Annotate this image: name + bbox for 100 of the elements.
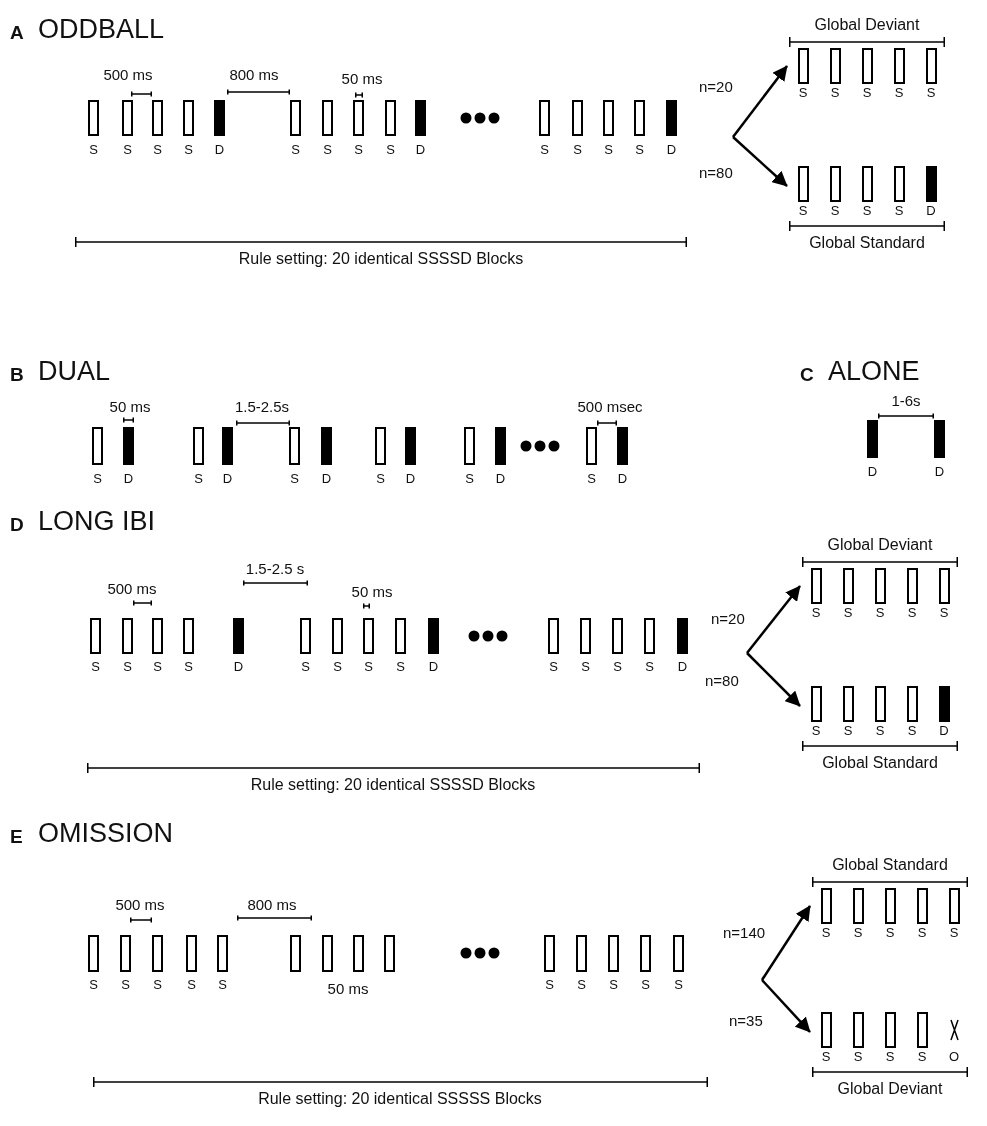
- arrow: [732, 65, 788, 138]
- stimulus-letter: S: [885, 924, 895, 942]
- stimulus-letter: S: [843, 722, 853, 740]
- stimulus-letter: S: [894, 202, 904, 220]
- stimulus-letter: S: [465, 472, 474, 487]
- interval-label: 500 msec: [577, 398, 643, 416]
- group-heading: Global Standard: [821, 753, 939, 773]
- group-heading: Global Standard: [808, 233, 926, 253]
- stimulus-letter: S: [798, 84, 808, 102]
- interval-label: 500 ms: [103, 66, 153, 84]
- stimulus-letter: S: [323, 143, 332, 158]
- stimulus-letter: D: [867, 465, 878, 480]
- panel-title: ODDBALL: [38, 14, 165, 46]
- stimulus-letter: S: [123, 660, 132, 675]
- stimulus-letter: D: [677, 660, 688, 675]
- stimulus-letter: S: [194, 472, 203, 487]
- stimulus-letter: D: [926, 202, 936, 220]
- stimulus-letter: S: [811, 722, 821, 740]
- panel-letter: B: [10, 364, 24, 386]
- panel-letter: A: [10, 22, 24, 44]
- interval-label: 1.5-2.5s: [234, 398, 290, 416]
- stimulus-letter: S: [853, 924, 863, 942]
- stimulus-letter: S: [123, 143, 132, 158]
- stimulus-letter: S: [184, 660, 193, 675]
- stimulus-letter: S: [153, 978, 162, 993]
- stimulus-letter: S: [396, 660, 405, 675]
- stimulus-letter: D: [321, 472, 332, 487]
- stimulus-letter: S: [853, 1048, 863, 1066]
- stimulus-letter: S: [581, 660, 590, 675]
- rule-caption: Rule setting: 20 identical SSSSS Blocks: [258, 1090, 542, 1109]
- stimulus-letter: S: [187, 978, 196, 993]
- stimulus-letter: S: [89, 978, 98, 993]
- stimulus-letter: S: [545, 978, 554, 993]
- arrow: [746, 652, 801, 707]
- stimulus-letter: S: [635, 143, 644, 158]
- stimulus-letter: S: [93, 472, 102, 487]
- stimulus-letter: S: [875, 722, 885, 740]
- stimulus-letter: S: [613, 660, 622, 675]
- stimulus-letter: D: [934, 465, 945, 480]
- stimulus-letter: S: [364, 660, 373, 675]
- stimulus-letter: S: [875, 604, 885, 622]
- rule-caption: Rule setting: 20 identical SSSSD Blocks: [250, 776, 536, 795]
- stimulus-letter: S: [907, 722, 917, 740]
- arrow: [732, 136, 788, 187]
- stimulus-letter: D: [233, 660, 244, 675]
- stimulus-letter: S: [577, 978, 586, 993]
- interval-label: 500 ms: [115, 896, 165, 914]
- stimulus-letter: S: [376, 472, 385, 487]
- panel-title: ALONE: [828, 356, 920, 388]
- stimulus-letter: S: [862, 84, 872, 102]
- stimulus-letter: D: [123, 472, 134, 487]
- interval-label: 50 ms: [351, 583, 393, 601]
- panel-letter: D: [10, 514, 24, 536]
- stimulus-letter: S: [587, 472, 596, 487]
- stimulus-letter: S: [301, 660, 310, 675]
- group-heading: Global Deviant: [836, 1079, 944, 1099]
- stimulus-letter: S: [798, 202, 808, 220]
- stimulus-letter: S: [121, 978, 130, 993]
- panel-title: LONG IBI: [38, 506, 156, 538]
- stimulus-letter: S: [333, 660, 342, 675]
- arrow: [761, 979, 811, 1033]
- stimulus-letter: D: [495, 472, 506, 487]
- panel-letter: C: [800, 364, 814, 386]
- stimulus-letter: S: [354, 143, 363, 158]
- stimulus-letter: S: [862, 202, 872, 220]
- stimulus-letter: S: [153, 660, 162, 675]
- stimulus-letter: S: [609, 978, 618, 993]
- stimulus-letter: S: [821, 1048, 831, 1066]
- stimulus-letter: S: [917, 924, 927, 942]
- stimulus-letter: S: [290, 472, 299, 487]
- stimulus-letter: S: [830, 84, 840, 102]
- stimulus-letter: D: [428, 660, 439, 675]
- stimulus-letter: S: [549, 660, 558, 675]
- stimulus-letter: S: [153, 143, 162, 158]
- stimulus-letter: S: [89, 143, 98, 158]
- stimulus-letter: D: [214, 143, 225, 158]
- stimulus-letter: D: [222, 472, 233, 487]
- stimulus-letter: S: [917, 1048, 927, 1066]
- stimulus-letter: S: [939, 604, 949, 622]
- group-heading: Global Deviant: [813, 15, 921, 35]
- stimulus-letter: S: [894, 84, 904, 102]
- stimulus-letter: S: [645, 660, 654, 675]
- stimulus-letter: D: [666, 143, 677, 158]
- stimulus-letter: D: [405, 472, 416, 487]
- interval-label: 800 ms: [247, 896, 297, 914]
- stimulus-letter: S: [674, 978, 683, 993]
- group-heading: Global Deviant: [826, 535, 934, 555]
- rule-caption: Rule setting: 20 identical SSSSD Blocks: [238, 250, 524, 269]
- stimulus-letter: D: [415, 143, 426, 158]
- stimulus-letter: D: [939, 722, 949, 740]
- interval-label: 800 ms: [229, 66, 279, 84]
- interval-label: 500 ms: [107, 580, 157, 598]
- interval-label: 50 ms: [109, 398, 151, 416]
- stimulus-letter: S: [91, 660, 100, 675]
- stimulus-letter: S: [830, 202, 840, 220]
- interval-label: 1.5-2.5 s: [245, 560, 305, 578]
- stimulus-letter: O: [948, 1048, 960, 1066]
- panel-title: OMISSION: [38, 818, 173, 850]
- stimulus-letter: S: [811, 604, 821, 622]
- group-heading: Global Standard: [831, 855, 949, 875]
